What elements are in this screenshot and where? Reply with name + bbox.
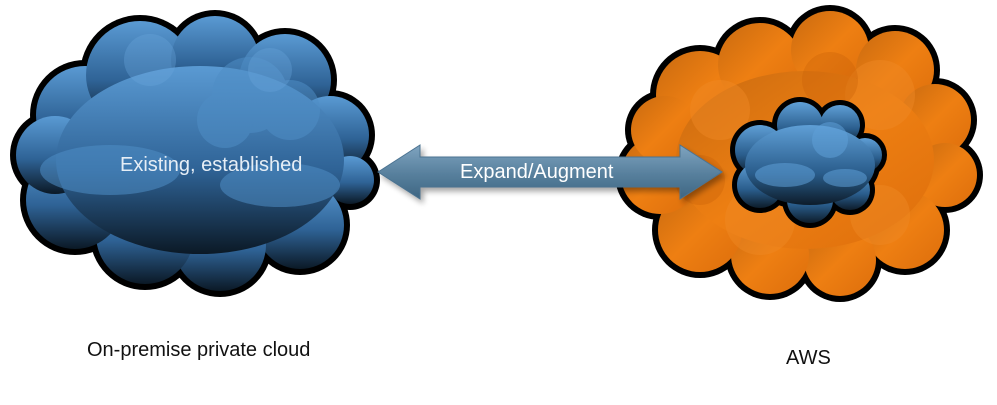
blue-cloud-icon (730, 97, 887, 228)
aws-caption: AWS (786, 347, 831, 369)
aws-cloud-icon (615, 5, 983, 302)
on-premise-cloud-icon: Existing, established (10, 10, 380, 297)
on-premise-caption: On-premise private cloud (87, 339, 311, 361)
cloud-inner-label: Existing, established (120, 154, 302, 176)
expand-augment-arrow (377, 144, 723, 200)
arrow-label: Expand/Augment (460, 161, 614, 183)
